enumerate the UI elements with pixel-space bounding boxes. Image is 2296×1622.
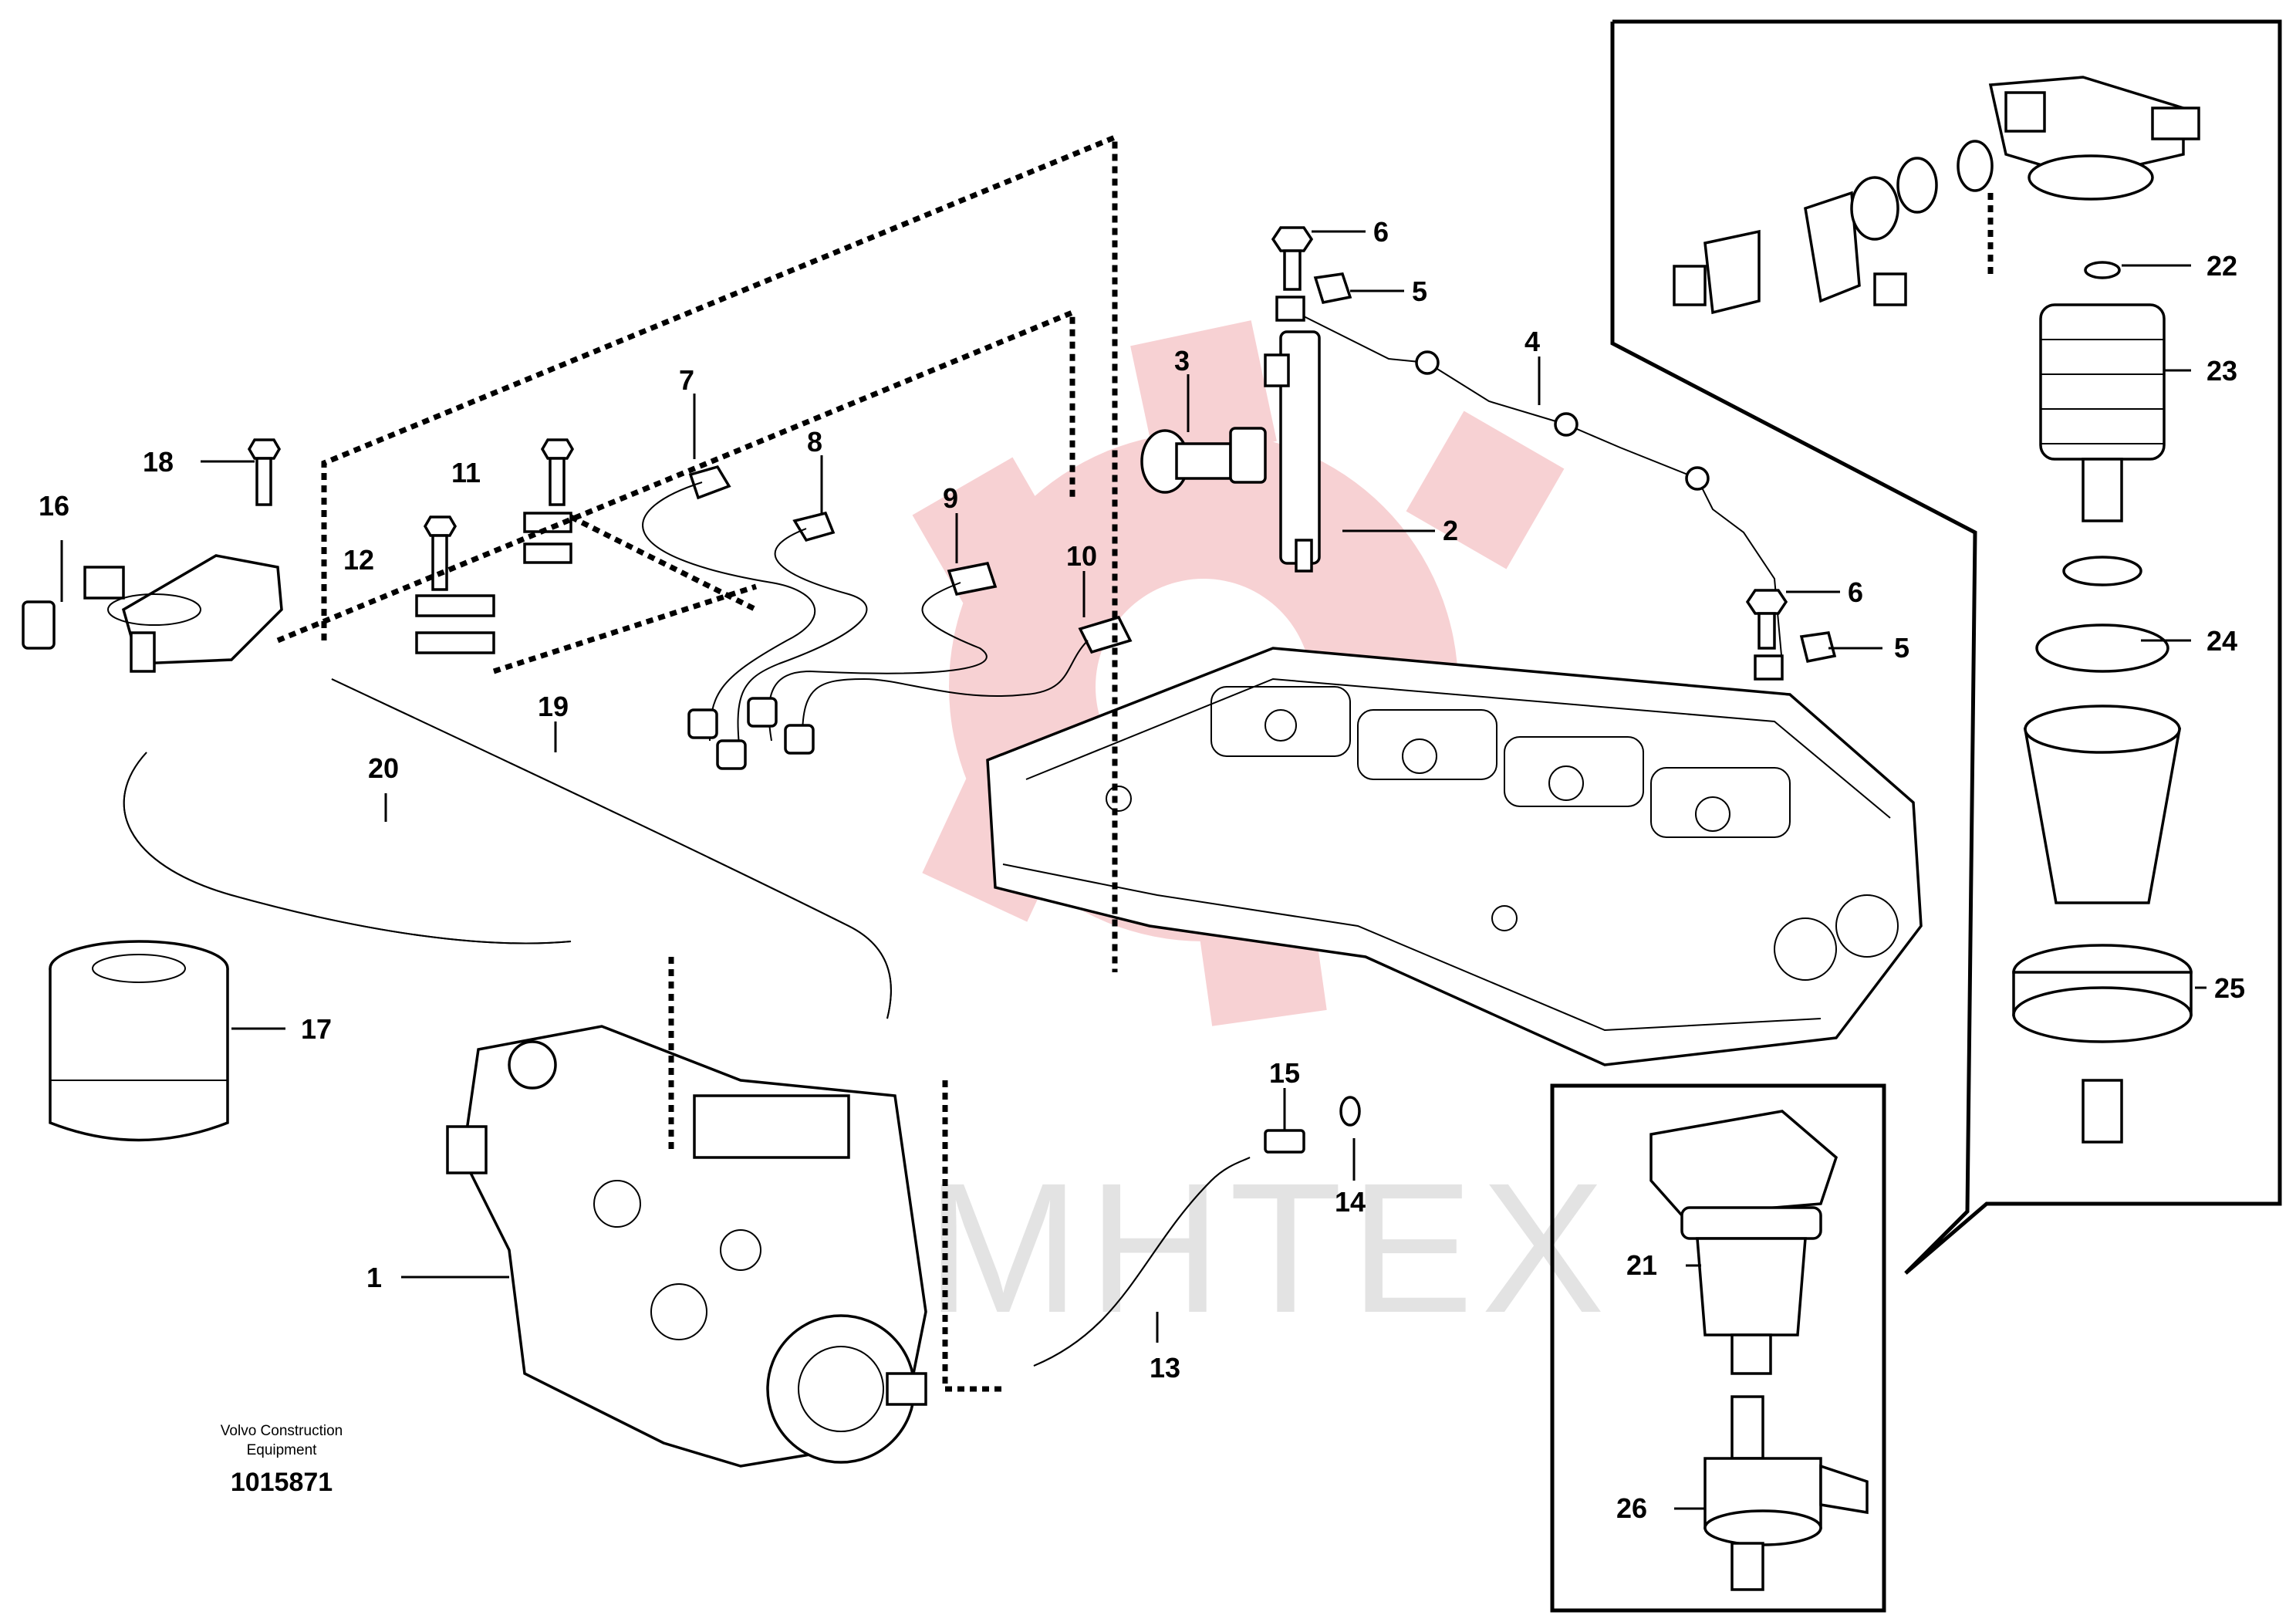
- callout-24: 24: [2207, 625, 2237, 657]
- caption-line-1: Volvo Construction: [221, 1423, 343, 1439]
- callout-8: 8: [807, 426, 822, 458]
- callout-1: 1: [366, 1262, 382, 1293]
- callout-17: 17: [301, 1013, 332, 1045]
- injector-pipes: [642, 465, 1133, 770]
- filter-bowl: [2023, 705, 2182, 904]
- callout-14: 14: [1335, 1186, 1366, 1218]
- callout-13: 13: [1150, 1352, 1180, 1384]
- callout-9: 9: [943, 482, 958, 514]
- callout-19: 19: [538, 691, 569, 722]
- fuel-hose-20: [123, 752, 572, 944]
- callout-21: 21: [1626, 1249, 1657, 1281]
- leader-lines: [60, 230, 2207, 1510]
- fuel-hose-13: [1033, 1157, 1251, 1367]
- filter-head-bolt: [247, 438, 282, 506]
- callout-22: 22: [2207, 250, 2237, 282]
- injector-nozzle: [1264, 330, 1321, 573]
- leak-off-pipe: [1295, 312, 1783, 664]
- callout-16: 16: [39, 490, 69, 522]
- clamp-lower: [1799, 631, 1837, 664]
- inset-frame-filter-exploded: [1610, 19, 2282, 1275]
- callout-4: 4: [1524, 326, 1540, 357]
- callout-6-lower: 6: [1848, 576, 1863, 608]
- connection-lines: [276, 133, 1994, 1392]
- callout-11: 11: [451, 457, 481, 488]
- nozzle-holder: [1140, 427, 1267, 494]
- fuel-filter-cartridge: [49, 940, 229, 1142]
- clamp-upper: [1313, 272, 1352, 305]
- callout-3: 3: [1174, 345, 1190, 377]
- callout-labels: 1 2 3 4 5 5 6 6 7 8 9 10 11 12 13 14 15 …: [39, 216, 2245, 1524]
- callout-7: 7: [679, 364, 694, 396]
- filter-element-23: [2039, 303, 2166, 522]
- banjo-bolt-lower: [1745, 589, 1788, 681]
- hose-fitting: [1264, 1129, 1305, 1154]
- watermark-text: MHTEX: [926, 1144, 1612, 1351]
- callout-25: 25: [2214, 972, 2245, 1004]
- callout-18: 18: [143, 446, 174, 478]
- callout-26: 26: [1616, 1492, 1647, 1524]
- callout-20: 20: [368, 752, 399, 784]
- callout-15: 15: [1269, 1057, 1300, 1089]
- filter-head: [22, 554, 283, 673]
- callout-5-upper: 5: [1412, 275, 1427, 307]
- seal-ring-24: [2035, 556, 2169, 673]
- inset-frame-alternative-filters: [1550, 1083, 1886, 1613]
- pipe-clamp-12: [415, 515, 495, 654]
- o-ring-22: [2084, 261, 2121, 279]
- callout-12: 12: [343, 544, 374, 576]
- banjo-bolt-upper: [1271, 226, 1314, 322]
- callout-6-upper: 6: [1373, 216, 1389, 248]
- injection-pump: [446, 1025, 927, 1468]
- cylinder-head: [986, 647, 1923, 1066]
- callout-10: 10: [1066, 540, 1097, 572]
- sealing-washer: [1339, 1096, 1361, 1127]
- callout-2: 2: [1443, 515, 1458, 546]
- document-number: 1015871: [231, 1468, 333, 1497]
- callout-23: 23: [2207, 355, 2237, 387]
- callout-5-lower: 5: [1894, 632, 1909, 664]
- caption: Volvo Construction Equipment 1015871: [221, 1423, 343, 1497]
- pipe-clamp-11: [523, 438, 575, 564]
- retaining-ring-25: [2012, 944, 2193, 1144]
- fuel-hose-19: [331, 678, 892, 1019]
- inline-filter-26: [1703, 1395, 1869, 1591]
- filter-bracket-exploded: [1673, 76, 2200, 315]
- caption-line-2: Equipment: [247, 1442, 318, 1458]
- alternative-filter-21: [1649, 1110, 1838, 1375]
